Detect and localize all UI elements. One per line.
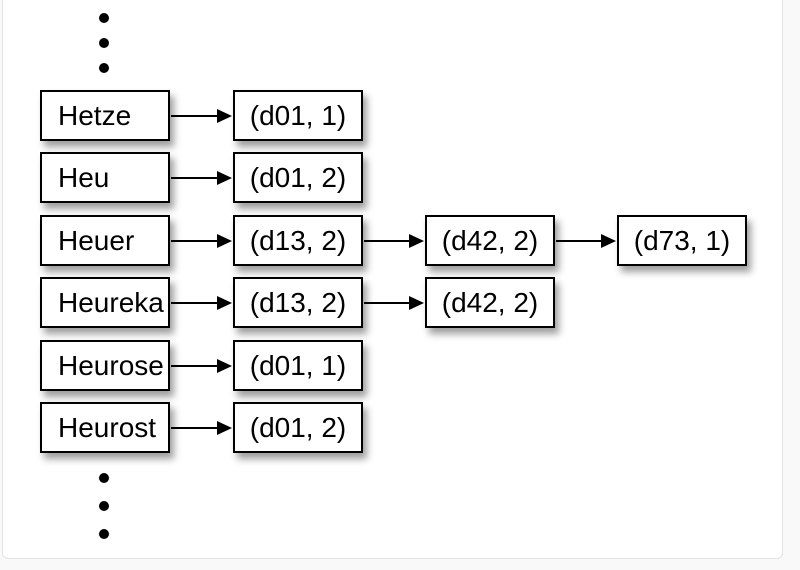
term-box-hetze: Hetze	[40, 90, 170, 141]
arrow-line	[556, 240, 605, 242]
arrow-right-connector	[171, 420, 232, 436]
arrow-head-icon	[601, 234, 616, 248]
ellipsis-top-dot	[99, 63, 109, 73]
arrow-right-connector	[171, 170, 232, 186]
arrow-line	[171, 115, 221, 117]
arrow-right-connector	[171, 358, 232, 374]
term-box-heuer: Heuer	[40, 215, 170, 266]
arrow-line	[364, 302, 413, 304]
arrow-head-icon	[409, 234, 424, 248]
posting-box: (d42, 2)	[425, 277, 555, 328]
arrow-head-icon	[217, 234, 232, 248]
arrow-right-connector	[171, 233, 232, 249]
ellipsis-bottom-dot	[99, 501, 109, 511]
arrow-right-connector	[171, 295, 232, 311]
ellipsis-bottom-dot	[99, 529, 109, 539]
term-box-heureka: Heureka	[40, 277, 170, 328]
arrow-head-icon	[409, 296, 424, 310]
arrow-head-icon	[217, 359, 232, 373]
arrow-head-icon	[217, 109, 232, 123]
posting-box: (d42, 2)	[425, 215, 555, 266]
arrow-head-icon	[217, 171, 232, 185]
posting-box: (d01, 2)	[233, 402, 363, 453]
arrow-line	[171, 240, 221, 242]
ellipsis-top-dot	[99, 38, 109, 48]
term-box-heurose: Heurose	[40, 340, 170, 391]
posting-box: (d01, 1)	[233, 340, 363, 391]
posting-box: (d73, 1)	[617, 215, 747, 266]
arrow-line	[171, 177, 221, 179]
arrow-right-connector	[364, 233, 424, 249]
arrow-head-icon	[217, 421, 232, 435]
arrow-line	[364, 240, 413, 242]
arrow-right-connector	[556, 233, 616, 249]
term-box-heu: Heu	[40, 152, 170, 203]
arrow-line	[171, 365, 221, 367]
ellipsis-bottom-dot	[99, 473, 109, 483]
posting-box: (d13, 2)	[233, 277, 363, 328]
term-box-heurost: Heurost	[40, 402, 170, 453]
arrow-right-connector	[171, 108, 232, 124]
ellipsis-top-dot	[99, 13, 109, 23]
arrow-line	[171, 302, 221, 304]
posting-box: (d13, 2)	[233, 215, 363, 266]
posting-box: (d01, 1)	[233, 90, 363, 141]
arrow-right-connector	[364, 295, 424, 311]
arrow-head-icon	[217, 296, 232, 310]
posting-box: (d01, 2)	[233, 152, 363, 203]
arrow-line	[171, 427, 221, 429]
